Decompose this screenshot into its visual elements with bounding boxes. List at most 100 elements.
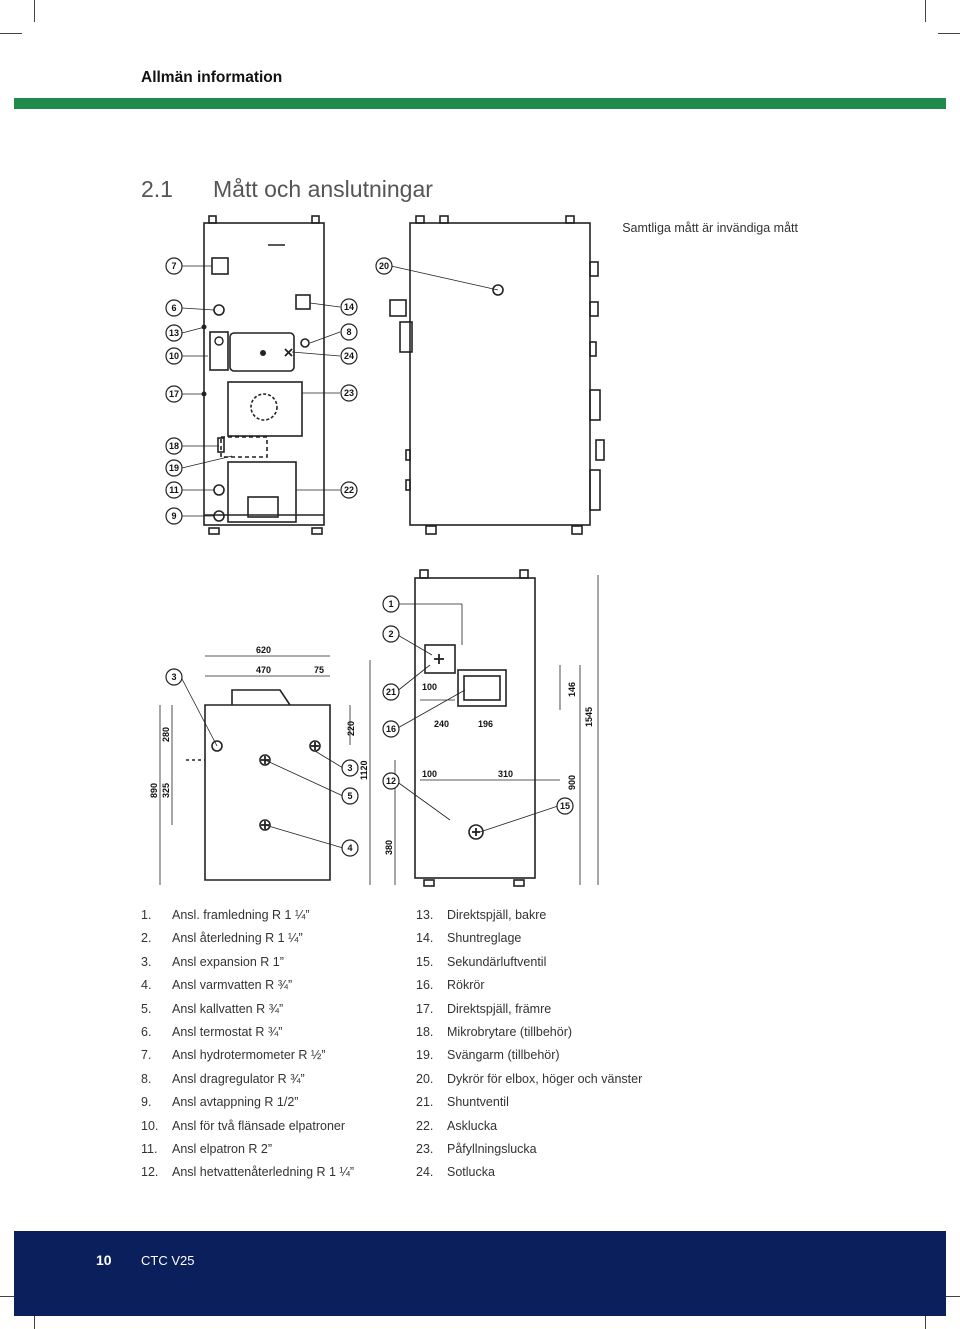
- callout-22: [340, 481, 358, 499]
- footer-bar: [14, 1231, 946, 1316]
- side-view-body: [409, 222, 591, 526]
- callout-label: 21: [386, 687, 396, 697]
- dimension-label: 240: [434, 719, 449, 729]
- callout-label: 11: [169, 485, 179, 495]
- section-title: Mått och anslutningar: [213, 176, 433, 202]
- callout-label: 3: [347, 763, 352, 773]
- legend-item: 21.Shuntventil: [416, 1095, 509, 1110]
- dimension-label: 280: [161, 727, 171, 742]
- callout-label: 5: [347, 791, 352, 801]
- legend-item: 20.Dykrör för elbox, höger och vänster: [416, 1071, 643, 1086]
- dimension-label: 325: [161, 783, 171, 798]
- dimension-label: 220: [346, 721, 356, 736]
- callout-3a: [165, 668, 183, 686]
- callout-18: [165, 437, 183, 455]
- legend-item: 8.Ansl dragregulator R ¾”: [141, 1071, 305, 1086]
- callout-6: [165, 299, 183, 317]
- rear-side-view-body: [414, 577, 536, 879]
- callout-7: [165, 257, 183, 275]
- legend-item: 22.Asklucka: [416, 1118, 498, 1133]
- header-bar: [14, 98, 946, 109]
- legend-item: 5.Ansl kallvatten R ¾”: [141, 1001, 284, 1016]
- callout-5: [341, 787, 359, 805]
- dimension-label: 380: [384, 840, 394, 855]
- callout-label: 16: [386, 724, 396, 734]
- callout-11: [165, 481, 183, 499]
- legend-item: 10.Ansl för två flänsade elpatroner: [141, 1118, 346, 1133]
- dimension-label: 620: [256, 645, 271, 655]
- dimension-label: 1545: [584, 707, 594, 727]
- callout-label: 22: [344, 485, 354, 495]
- callout-label: 19: [169, 463, 179, 473]
- crop-mark: [34, 0, 35, 22]
- callout-label: 12: [386, 776, 396, 786]
- callout-19: [165, 459, 183, 477]
- legend-item: 13.Direktspjäll, bakre: [416, 908, 547, 922]
- callout-label: 8: [346, 327, 351, 337]
- callout-label: 6: [171, 303, 176, 313]
- crop-mark: [0, 1296, 22, 1297]
- legend-left: 1.Ansl. framledning R 1 ¼” 2.Ansl återle…: [141, 907, 354, 1188]
- product-name: CTC V25: [141, 1253, 195, 1268]
- legend-item: 2.Ansl återledning R 1 ¼”: [141, 931, 303, 946]
- callout-label: 18: [169, 441, 179, 451]
- callout-24: [340, 347, 358, 365]
- dimension-label: 890: [149, 783, 159, 798]
- legend-item: 19.Svängarm (tillbehör): [416, 1048, 560, 1063]
- dimension-label: 146: [567, 682, 577, 697]
- callout-23: [340, 384, 358, 402]
- callout-label: 3: [171, 672, 176, 682]
- legend-item: 1.Ansl. framledning R 1 ¼”: [141, 908, 310, 922]
- dimension-label: 75: [314, 665, 324, 675]
- callout-8: [340, 323, 358, 341]
- callout-13: [165, 324, 183, 342]
- callout-2: [382, 625, 400, 643]
- dimension-label: 310: [498, 769, 513, 779]
- callout-3b: [341, 759, 359, 777]
- callout-label: 4: [347, 843, 352, 853]
- legend-item: 9.Ansl avtappning R 1/2”: [141, 1095, 299, 1110]
- callout-14: [340, 298, 358, 316]
- callout-label: 17: [169, 389, 179, 399]
- dimension-label: 470: [256, 665, 271, 675]
- crop-mark: [0, 33, 22, 34]
- callout-16: [382, 720, 400, 738]
- dimensions-note: Samtliga mått är invändiga mått: [622, 221, 798, 235]
- crop-mark: [925, 0, 926, 22]
- callout-12: [382, 772, 400, 790]
- technical-drawing: 1 2 3 3 4 5 6 7 8 9 10 11 12 13 14 15 16…: [149, 215, 605, 887]
- dimension-label: 900: [567, 775, 577, 790]
- callout-label: 1: [388, 599, 393, 609]
- legend-item: 14.Shuntreglage: [416, 931, 522, 946]
- legend-item: 6.Ansl termostat R ¾”: [141, 1024, 283, 1039]
- callout-label: 14: [344, 302, 354, 312]
- legend-right: 13.Direktspjäll, bakre 14.Shuntreglage 1…: [416, 907, 642, 1188]
- legend-item: 17.Direktspjäll, främre: [416, 1001, 552, 1016]
- rear-view-body: [204, 704, 331, 881]
- dimension-label: 100: [422, 682, 437, 692]
- legend-item: 15.Sekundärluftventil: [416, 954, 547, 969]
- front-view-body: [203, 222, 325, 526]
- legend-item: 7.Ansl hydrotermometer R ½”: [141, 1048, 326, 1063]
- crop-mark: [925, 1307, 926, 1329]
- dimension-label: 1120: [359, 760, 369, 780]
- callout-9: [165, 507, 183, 525]
- crop-mark: [34, 1307, 35, 1329]
- crop-mark: [938, 1296, 960, 1297]
- callout-1: [382, 595, 400, 613]
- callout-15: [556, 797, 574, 815]
- dimension-label: 100: [422, 769, 437, 779]
- callout-label: 15: [560, 801, 570, 811]
- legend-item: 11.Ansl elpatron R 2”: [141, 1141, 273, 1156]
- callout-20: [375, 257, 393, 275]
- legend-item: 12.Ansl hetvattenåterledning R 1 ¼”: [141, 1165, 355, 1180]
- callout-label: 13: [169, 328, 179, 338]
- callout-17: [165, 385, 183, 403]
- dimension-label: 196: [478, 719, 493, 729]
- callout-label: 23: [344, 388, 354, 398]
- page-number: 10: [96, 1252, 112, 1268]
- callouts: [165, 257, 574, 857]
- callout-label: 10: [169, 351, 179, 361]
- header-title: Allmän information: [141, 69, 283, 86]
